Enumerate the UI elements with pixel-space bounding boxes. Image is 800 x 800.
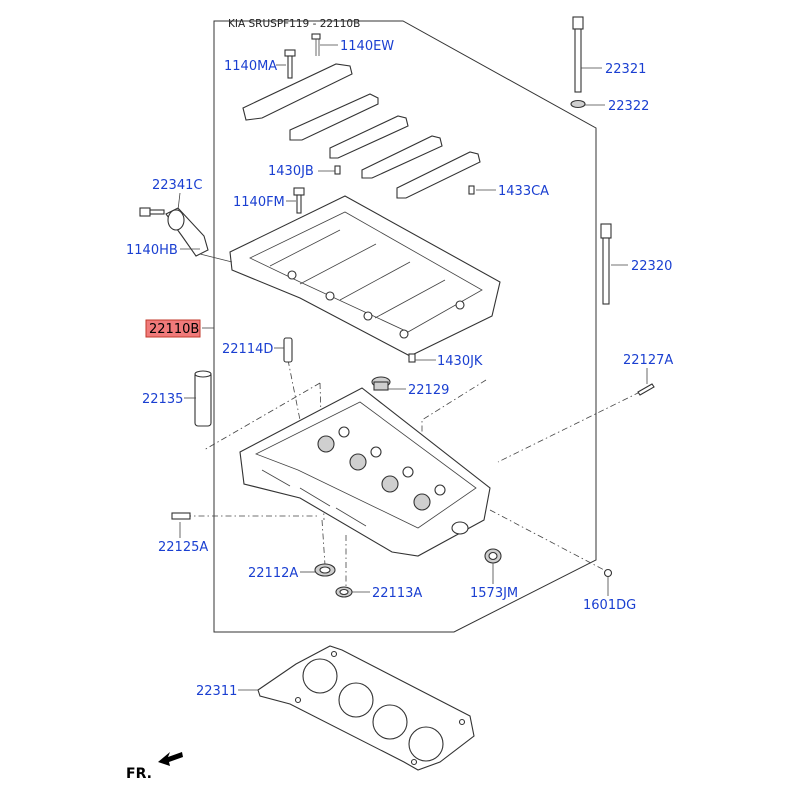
diagram-title: KIA SRUSPF119 - 22110B: [228, 18, 360, 30]
front-direction-indicator: FR.: [126, 752, 183, 782]
callout-22321[interactable]: 22321: [605, 62, 646, 77]
callout-1430jk[interactable]: 1430JK: [437, 354, 483, 369]
callout-22110b[interactable]: 22110B: [149, 322, 199, 337]
stud-22125a: [171, 512, 191, 520]
callout-1140fm[interactable]: 1140FM: [233, 195, 285, 210]
leader-lines: [177, 44, 648, 691]
callout-22341c[interactable]: 22341C: [152, 178, 202, 193]
dowel-1430jb: [334, 165, 341, 175]
callout-1140hb[interactable]: 1140HB: [126, 243, 178, 258]
washer-22322: [570, 99, 586, 109]
assembly-frame: [213, 20, 597, 633]
callout-22127a[interactable]: 22127A: [623, 353, 673, 368]
callout-22112a[interactable]: 22112A: [248, 566, 298, 581]
callout-1430jb[interactable]: 1430JB: [268, 164, 314, 179]
sleeve-22135: [194, 370, 212, 427]
pin-1601dg: [603, 568, 613, 578]
dowel-1430jk: [408, 353, 416, 363]
callout-22125a[interactable]: 22125A: [158, 540, 208, 555]
cap-22129: [371, 376, 391, 391]
callout-22135[interactable]: 22135: [142, 392, 183, 407]
dowel-22114d: [283, 337, 293, 363]
seal-22113a: [335, 586, 353, 598]
front-label: FR.: [126, 766, 152, 782]
callouts: 1140EW 1140MA 22321 22322 1430JB 22341C …: [126, 39, 673, 699]
dowel-1433ca: [468, 185, 475, 195]
bolt-1140ma: [284, 49, 296, 79]
callout-22113a[interactable]: 22113A: [372, 586, 422, 601]
head-gasket-22311: [257, 645, 475, 771]
pin-22127a: [637, 383, 655, 396]
long-bolt-22320: [600, 223, 612, 305]
plug-1573jm: [484, 548, 502, 564]
cam-carrier-22110b: [229, 195, 501, 357]
seal-22112a: [314, 563, 336, 577]
callout-1140ew[interactable]: 1140EW: [340, 39, 394, 54]
bearing-caps: [242, 63, 481, 199]
callout-22322[interactable]: 22322: [608, 99, 649, 114]
callout-22311[interactable]: 22311: [196, 684, 237, 699]
callout-1601dg[interactable]: 1601DG: [583, 598, 636, 613]
callout-1573jm[interactable]: 1573JM: [470, 586, 518, 601]
long-bolt-22321: [572, 16, 584, 93]
bolt-1140hb: [139, 207, 165, 217]
bolt-1140ew: [311, 33, 321, 56]
callout-22320[interactable]: 22320: [631, 259, 672, 274]
callout-22114d[interactable]: 22114D: [222, 342, 273, 357]
bolt-1140fm: [293, 187, 305, 214]
callout-1140ma[interactable]: 1140MA: [224, 59, 277, 74]
highlight-box-22110b: [145, 319, 201, 338]
cylinder-head: [239, 387, 491, 557]
callout-1433ca[interactable]: 1433CA: [498, 184, 549, 199]
callout-22129[interactable]: 22129: [408, 383, 449, 398]
